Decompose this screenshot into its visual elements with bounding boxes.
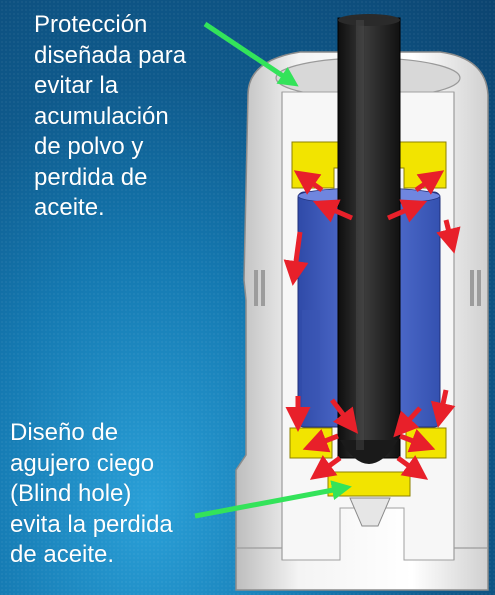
green-arrow-icon	[203, 21, 299, 87]
annotation-line: aceite.	[34, 194, 105, 221]
oil-flow-arrows	[283, 170, 461, 480]
red-arrow-icon	[302, 428, 339, 453]
annotation-line: evita la perdida	[10, 510, 173, 538]
annotation-line: evitar la	[34, 72, 119, 99]
red-arrow-icon	[399, 428, 436, 453]
annotation-line: acumulación	[34, 102, 169, 130]
red-arrow-icon	[430, 389, 456, 428]
red-arrow-icon	[312, 199, 353, 223]
annotation-line: Protección	[34, 11, 148, 38]
red-arrow-icon	[393, 406, 422, 438]
red-arrow-icon	[330, 398, 359, 434]
red-arrow-icon	[309, 455, 342, 480]
blind-hole	[349, 497, 391, 527]
piston-rod	[337, 14, 401, 464]
annotation-line: (Blind hole)	[10, 480, 132, 507]
annotation-line: diseñada para	[34, 41, 187, 69]
annotation-line: de aceite.	[10, 541, 115, 568]
red-arrow-icon	[293, 170, 324, 195]
green-arrow-icon	[194, 480, 352, 519]
red-arrow-icon	[283, 231, 309, 286]
dust-protection-annotation: Protección diseñada para evitar la acumu…	[34, 10, 249, 224]
blind-hole-annotation: Diseño de agujero ciego (Blind hole) evi…	[10, 418, 250, 571]
red-arrow-icon	[387, 199, 428, 223]
annotation-line: agujero ciego	[10, 449, 155, 477]
red-arrow-icon	[414, 170, 445, 195]
red-arrow-icon	[396, 455, 429, 480]
annotation-line: Diseño de	[10, 419, 119, 446]
annotation-line: perdida de	[34, 163, 148, 191]
annotation-line: de polvo y	[34, 133, 144, 160]
red-arrow-icon	[436, 219, 461, 254]
